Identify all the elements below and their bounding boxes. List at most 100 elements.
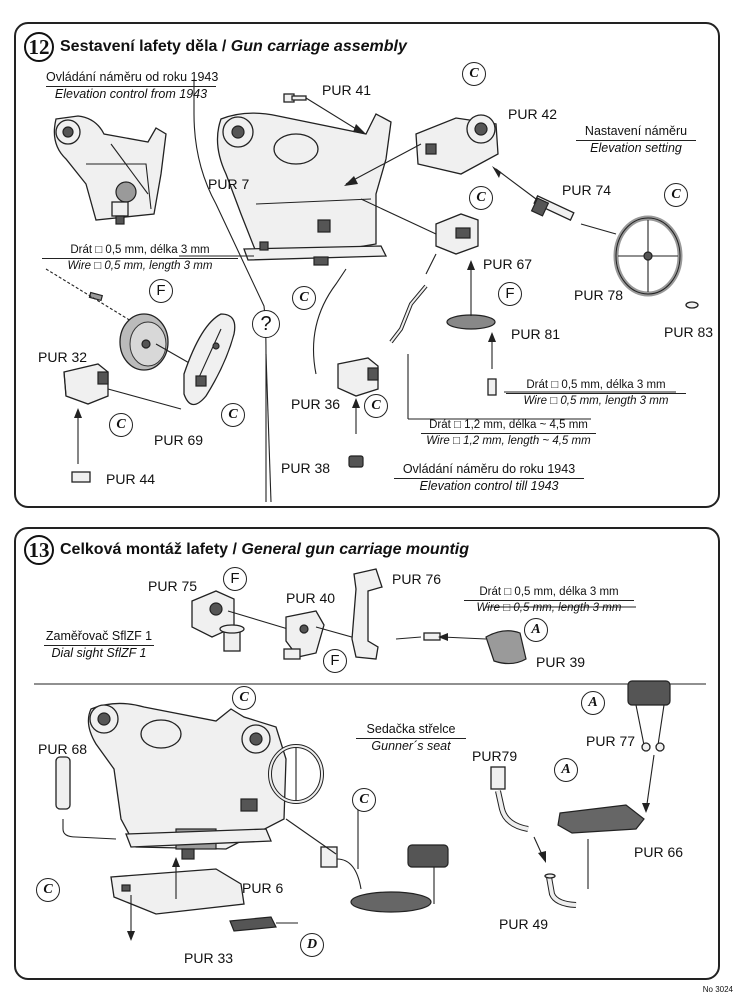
caption-cz: Drát □ 0,5 mm, délka 3 mm bbox=[42, 243, 238, 259]
assembly-arrow bbox=[285, 818, 337, 855]
part-label: PUR 77 bbox=[586, 733, 636, 749]
caption-en: Gunner´s seat bbox=[371, 739, 451, 753]
caption-en: Elevation control till 1943 bbox=[419, 479, 559, 493]
bolt bbox=[121, 884, 131, 892]
badge-c: C bbox=[232, 686, 256, 710]
assembly-line bbox=[155, 343, 192, 365]
caption-cz: Nastavení náměru bbox=[576, 124, 696, 141]
part-label: PUR 6 bbox=[242, 880, 284, 896]
part-label: PUR 83 bbox=[664, 324, 714, 340]
badge-c: C bbox=[221, 403, 245, 427]
assembly-line bbox=[395, 636, 422, 640]
caption-cz: Ovládání náměru do roku 1943 bbox=[394, 462, 584, 479]
assembly-arrow bbox=[580, 223, 617, 235]
part-label: PUR 78 bbox=[574, 287, 624, 303]
caption-cz: Zaměřovač SflZF 1 bbox=[44, 629, 154, 646]
badge-a: A bbox=[554, 758, 578, 782]
arrow-head bbox=[127, 931, 135, 941]
assembled-carriage-illustration bbox=[87, 702, 324, 860]
part-label: PUR 7 bbox=[208, 176, 250, 192]
wire-caption-2: Drát □ 0,5 mm, délka 3 mm Wire □ 0,5 mm,… bbox=[506, 378, 686, 408]
divider-line bbox=[193, 79, 267, 502]
pur74-illustration bbox=[530, 195, 575, 221]
title-en: Gun carriage assembly bbox=[230, 38, 407, 56]
badge-c: C bbox=[469, 186, 493, 210]
assembly-arrow bbox=[305, 97, 362, 133]
elevation-till-caption: Ovládání náměru do roku 1943 Elevation c… bbox=[394, 462, 584, 494]
elevation-setting-caption: Nastavení náměru Elevation setting bbox=[576, 124, 696, 156]
wire-caption-1: Drát □ 0,5 mm, délka 3 mm Wire □ 0,5 mm,… bbox=[42, 243, 238, 273]
question-mark-icon: ? bbox=[252, 310, 280, 338]
step-12-drawing bbox=[45, 79, 699, 503]
badge-c: C bbox=[664, 183, 688, 207]
part-label: PUR 40 bbox=[286, 590, 336, 606]
pur36-illustration bbox=[337, 357, 379, 397]
caption-cz: Sedačka střelce bbox=[356, 722, 466, 739]
part-label: PUR 76 bbox=[392, 571, 442, 587]
pur39-illustration bbox=[485, 630, 527, 665]
caption-en: Wire □ 0,5 mm, length 3 mm bbox=[476, 602, 622, 614]
badge-f: F bbox=[498, 282, 522, 306]
part-label: PUR 66 bbox=[634, 844, 684, 860]
badge-d: D bbox=[300, 933, 324, 957]
pur49-illustration bbox=[544, 873, 577, 908]
part-label: PUR 39 bbox=[536, 654, 586, 670]
pur75-illustration bbox=[191, 590, 245, 652]
part-label: PUR 74 bbox=[562, 182, 612, 198]
caption-en: Wire □ 0,5 mm, length 3 mm bbox=[67, 260, 213, 272]
cam-plate-illustration bbox=[183, 313, 236, 406]
pur44-illustration bbox=[71, 471, 91, 483]
assembly-arrow bbox=[425, 253, 437, 275]
caption-en: Dial sight SflZF 1 bbox=[51, 646, 147, 660]
arrow-head bbox=[352, 398, 360, 408]
badge-f: F bbox=[149, 279, 173, 303]
divider-line-2 bbox=[265, 353, 272, 503]
caption-cz: Drát □ 0,5 mm, délka 3 mm bbox=[464, 585, 634, 601]
assembly-arrow bbox=[495, 168, 537, 200]
badge-c: C bbox=[352, 788, 376, 812]
title-cz: Sestavení lafety děla / bbox=[60, 38, 227, 56]
assembled-seat-illustration bbox=[320, 844, 449, 913]
part-label: PUR 44 bbox=[106, 471, 156, 487]
badge-f: F bbox=[223, 567, 247, 591]
arrow-head bbox=[344, 176, 358, 186]
arrow-head bbox=[467, 260, 475, 270]
assembly-arrow bbox=[645, 754, 655, 812]
caption-en: Wire □ 1,2 mm, length ~ 4,5 mm bbox=[426, 435, 591, 447]
arrow-head bbox=[488, 332, 496, 342]
badge-c: C bbox=[292, 286, 316, 310]
part-label: PUR 49 bbox=[499, 916, 549, 932]
step-13-drawing bbox=[34, 568, 706, 941]
wire-piece bbox=[487, 378, 497, 396]
part-label: PUR 38 bbox=[281, 460, 331, 476]
step-number: 13 bbox=[24, 535, 54, 565]
badge-c: C bbox=[462, 62, 486, 86]
disc-part-illustration bbox=[119, 313, 169, 371]
assembly-line bbox=[62, 819, 117, 840]
part-label: PUR 36 bbox=[291, 396, 341, 412]
pur6-illustration bbox=[110, 868, 245, 915]
pur76-illustration bbox=[351, 568, 383, 660]
pur38-illustration bbox=[348, 455, 364, 468]
wire-caption: Drát □ 0,5 mm, délka 3 mm Wire □ 0,5 mm,… bbox=[464, 585, 634, 615]
handwheel-illustration bbox=[613, 215, 683, 297]
pur77-illustration bbox=[627, 680, 671, 752]
catalog-number: No 3024 bbox=[702, 985, 733, 994]
arrow-head bbox=[74, 408, 82, 418]
pur33-illustration bbox=[229, 916, 277, 932]
caption-en: Wire □ 0,5 mm, length 3 mm bbox=[523, 395, 669, 407]
part-label: PUR 42 bbox=[508, 106, 558, 122]
assembly-line bbox=[107, 388, 182, 410]
assembly-line bbox=[313, 268, 347, 375]
pur32-illustration bbox=[63, 363, 109, 405]
wire-piece bbox=[423, 632, 441, 641]
part-label: PUR 67 bbox=[483, 256, 533, 272]
badge-c: C bbox=[36, 878, 60, 902]
caption-cz: Drát □ 0,5 mm, délka 3 mm bbox=[506, 378, 686, 394]
title-en: General gun carriage mountig bbox=[241, 541, 470, 559]
assembly-arrow bbox=[441, 636, 487, 640]
assembly-arrow bbox=[345, 143, 422, 185]
pur66-illustration bbox=[557, 804, 645, 834]
